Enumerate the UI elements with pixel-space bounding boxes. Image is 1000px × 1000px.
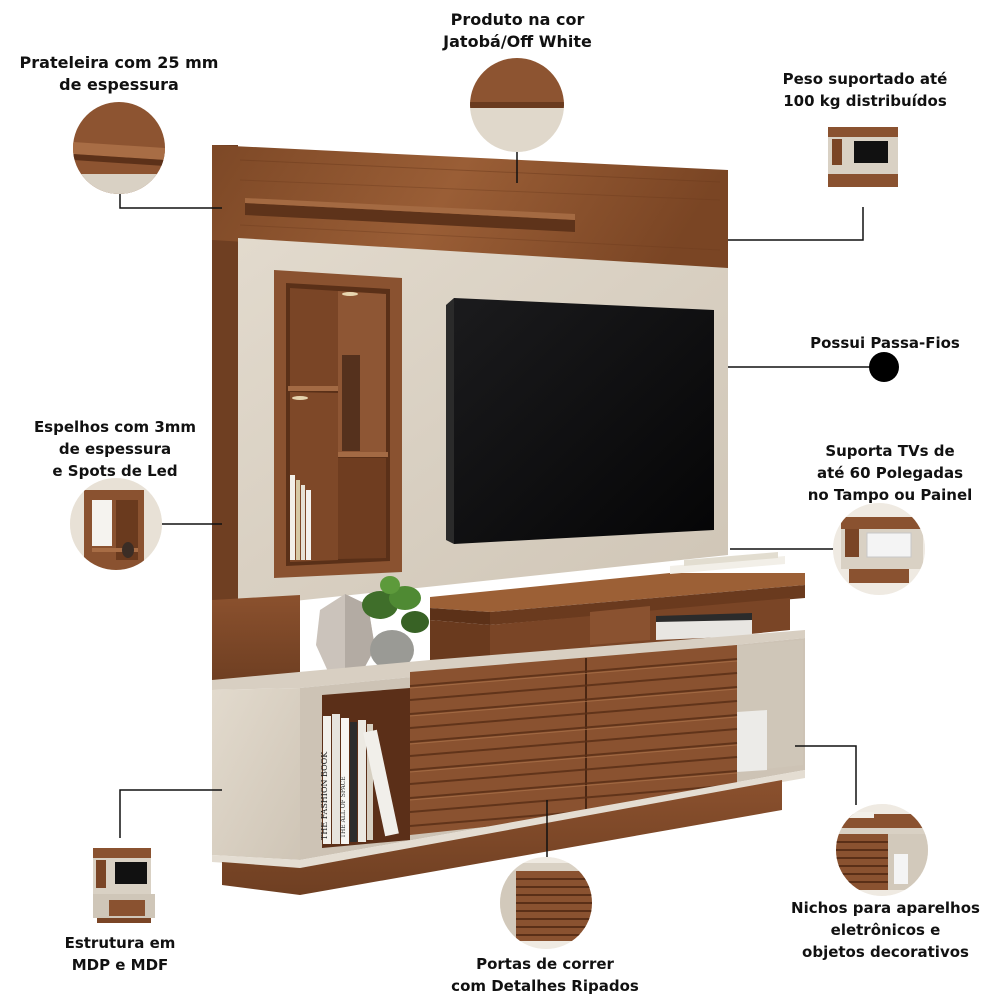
decor-plant <box>362 576 429 670</box>
tv-screen <box>446 298 714 544</box>
cable-pass-icon <box>869 352 899 382</box>
tv-callout: Suporta TVs de até 60 Polegadas no Tampo… <box>790 440 990 506</box>
tv-callout-line-2: até 60 Polegadas <box>816 464 964 482</box>
tv-callout-line-1: Suporta TVs de <box>825 442 955 460</box>
cable-callout-line-1: Possui Passa-Fios <box>810 334 960 352</box>
weight-callout: Peso suportado até 100 kg distribuídos <box>765 68 965 112</box>
shelf-thickness-thumb <box>73 102 165 194</box>
side-panel <box>212 145 238 680</box>
doors-callout: Portas de correr com Detalhes Ripados <box>440 953 650 997</box>
structure-callout-line-1: Estrutura em <box>64 934 176 952</box>
tv-callout-line-3: no Tampo ou Painel <box>807 486 973 504</box>
color-sample-thumb <box>470 58 564 152</box>
mirrors-callout-line-2: de espessura <box>58 440 172 458</box>
niches-callout: Nichos para aparelhos eletrônicos e obje… <box>778 897 993 963</box>
callout-lines <box>119 150 870 860</box>
structure-callout: Estrutura em MDP e MDF <box>40 932 200 976</box>
mirror-spots-thumb <box>70 478 162 570</box>
floating-tabletop <box>430 552 805 660</box>
shelf-callout-line-2: de espessura <box>59 75 179 94</box>
color-callout: Produto na cor Jatobá/Off White <box>410 9 625 53</box>
lower-wood-band <box>212 595 300 680</box>
rack-base <box>212 770 805 895</box>
mirror-niche <box>274 270 402 578</box>
top-header-panel <box>212 145 728 270</box>
niches-callout-line-1: Nichos para aparelhos <box>791 899 980 917</box>
doors-callout-line-1: Portas de correr <box>476 955 614 973</box>
structure-callout-line-2: MDP e MDF <box>71 956 169 974</box>
shelf-callout-line-1: Prateleira com 25 mm <box>19 53 219 72</box>
rack-top <box>212 630 805 690</box>
niches-callout-line-2: eletrônicos e <box>830 921 941 939</box>
book-spine-text: THE FASHION BOOK <box>320 751 329 840</box>
niches-thumb <box>836 804 928 896</box>
mirrors-callout-line-1: Espelhos com 3mm <box>33 418 197 436</box>
top-shelf <box>245 198 575 232</box>
shelf-callout: Prateleira com 25 mm de espessura <box>4 52 234 96</box>
color-callout-line-1: Produto na cor <box>450 10 585 29</box>
niches-callout-line-3: objetos decorativos <box>802 943 969 961</box>
cable-callout: Possui Passa-Fios <box>795 332 975 354</box>
sliding-doors <box>409 645 738 835</box>
weight-thumb <box>828 127 898 189</box>
mirrors-callout: Espelhos com 3mm de espessura e Spots de… <box>20 416 210 482</box>
doors-callout-line-2: com Detalhes Ripados <box>451 977 639 995</box>
mirrors-callout-line-3: e Spots de Led <box>52 462 178 480</box>
tv-support-thumb <box>833 503 925 595</box>
weight-callout-line-1: Peso suportado até <box>782 70 948 88</box>
book-spine-text-2: THE ALL OF SPACE <box>340 776 347 838</box>
books: THE FASHION BOOK THE ALL OF SPACE <box>320 714 399 844</box>
color-callout-line-2: Jatobá/Off White <box>443 32 592 51</box>
weight-callout-line-2: 100 kg distribuídos <box>783 92 947 110</box>
structure-thumb <box>93 848 155 924</box>
sliding-doors-thumb <box>500 857 592 949</box>
